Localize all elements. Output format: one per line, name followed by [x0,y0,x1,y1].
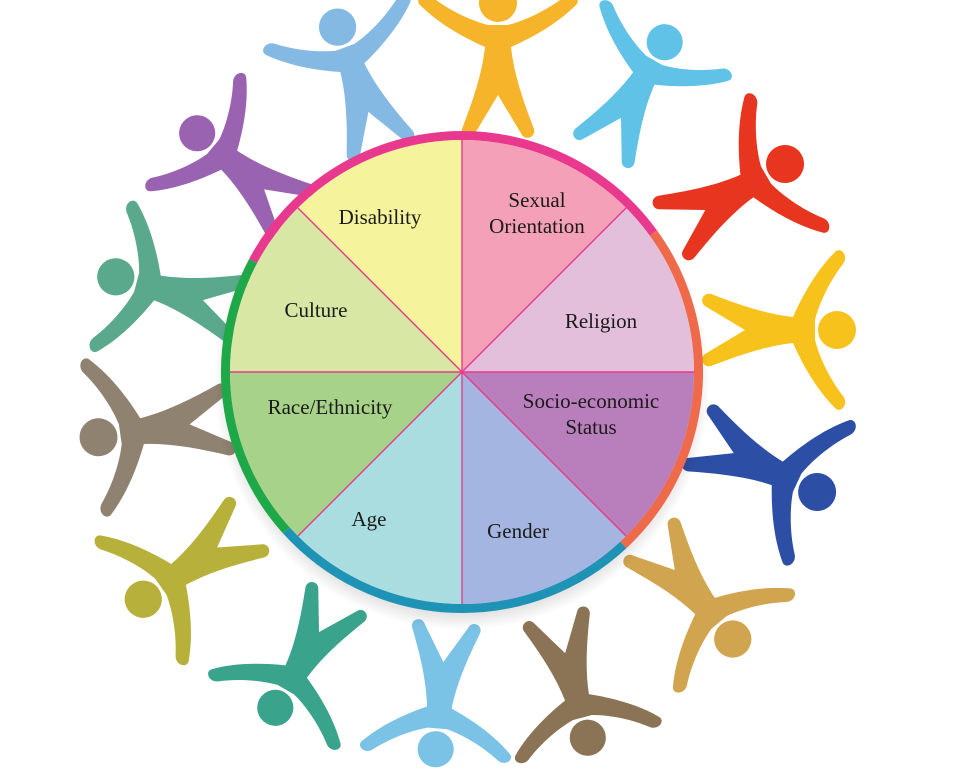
wheel-dividers [230,140,694,604]
rim-arc-top [249,131,657,264]
label-line: Age [352,507,387,531]
label-line: Culture [285,298,348,322]
person-head [97,258,135,296]
person-head [179,115,216,152]
segment-culture [230,207,462,372]
person-figure-teal-bottom-left [208,582,367,750]
person-figure-seagreen-left [89,200,252,353]
label-line: Status [565,415,616,439]
label-line: Religion [565,309,638,333]
people-ring [79,0,856,768]
person-figure-brown-bottom-right [514,606,662,764]
person-body [573,0,732,168]
label-culture: Culture [285,298,348,322]
segment-socio-economic-status [462,372,694,537]
person-body [80,358,237,517]
rim-arc-right [620,230,703,549]
person-head [479,0,517,22]
label-religion: Religion [565,309,638,333]
segment-age [297,372,462,604]
person-head [318,8,357,46]
person-body [94,496,270,666]
person-body [681,404,856,566]
label-line: Disability [339,205,422,229]
segment-divider [297,371,463,537]
segment-race-ethnicity [230,372,462,537]
segment-disability [297,140,462,372]
person-body [623,517,796,693]
person-body [359,619,511,763]
label-line: Orientation [489,214,585,238]
label-gender: Gender [487,519,549,543]
person-figure-yellow-right [702,250,856,410]
label-line: Race/Ethnicity [268,395,393,419]
label-age: Age [352,507,387,531]
segment-divider [461,371,627,537]
person-body [514,606,662,764]
rim-arc-left [221,258,290,534]
segment-religion [462,207,694,372]
label-disability: Disability [339,205,422,229]
person-body [208,582,367,750]
person-head [798,472,837,511]
person-head [646,24,683,61]
person-body [702,250,846,410]
person-figure-olive-bottom-left [94,496,270,666]
person-head [79,418,118,457]
person-head [257,689,294,726]
person-head [417,731,454,768]
person-body [263,0,415,162]
person-figure-lightblue-bottom [359,619,511,768]
wheel-segments [230,140,694,604]
person-head [714,620,752,658]
segment-divider [297,207,463,373]
person-head [124,580,162,618]
person-body [89,200,252,353]
person-figure-red-right [652,93,830,261]
person-figure-skyblue-top-right [573,0,732,168]
person-head [569,719,606,756]
label-race-ethnicity: Race/Ethnicity [268,395,393,419]
person-figure-blue-top-left [263,0,415,162]
person-body [652,93,830,261]
label-line: Socio-economic [523,389,659,413]
person-figure-taupe-left [79,358,237,517]
person-body [418,0,578,138]
segment-gender [462,372,627,604]
person-figure-purple-top-left [145,72,315,240]
person-figure-tan-bottom-right [623,517,796,693]
person-figure-navy-right [681,404,856,566]
label-line: Gender [487,519,549,543]
rim-arc-bottom [282,527,627,613]
person-body [145,72,315,240]
label-line: Sexual [508,188,565,212]
segment-sexual-orientation [462,140,627,372]
person-head [818,311,856,349]
person-head [766,145,805,183]
person-figure-orange-top [418,0,578,138]
segment-divider [461,207,627,373]
wheel-rim [221,131,703,613]
